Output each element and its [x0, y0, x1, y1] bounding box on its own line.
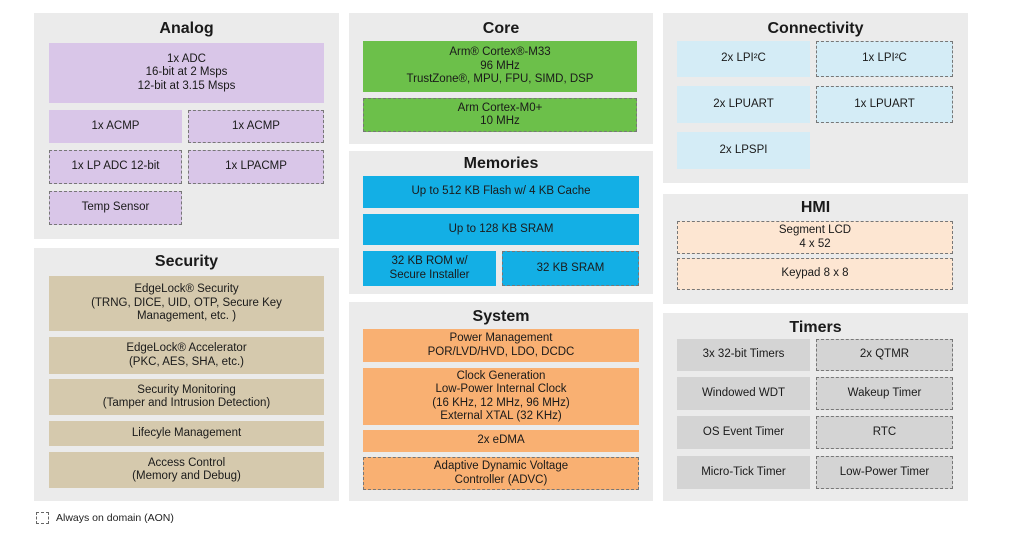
aon-legend-swatch: [36, 512, 49, 524]
segment-lcd-block: Segment LCD 4 x 52: [677, 221, 953, 254]
windowed-wdt-block: Windowed WDT: [677, 377, 810, 410]
connectivity-title: Connectivity: [767, 20, 864, 37]
os-event-timer-block: OS Event Timer: [677, 416, 810, 449]
aon-legend-label: Always on domain (AON): [56, 512, 174, 524]
rtc-block: RTC: [816, 416, 953, 449]
timers-32bit-block: 3x 32-bit Timers: [677, 339, 810, 371]
edma-block: 2x eDMA: [363, 430, 639, 452]
edgelock-security-block: EdgeLock® Security (TRNG, DICE, UID, OTP…: [49, 276, 324, 331]
analog-title: Analog: [159, 20, 214, 37]
security-panel: Security EdgeLock® Security (TRNG, DICE,…: [34, 248, 339, 501]
flash-block: Up to 512 KB Flash w/ 4 KB Cache: [363, 176, 639, 208]
lpspi-block: 2x LPSPI: [677, 132, 810, 169]
system-title: System: [472, 308, 530, 325]
keypad-block: Keypad 8 x 8: [677, 258, 953, 290]
timers-panel: Timers 3x 32-bit Timers 2x QTMR Windowed…: [663, 313, 968, 501]
cortex-m0-block: Arm Cortex-M0+ 10 MHz: [363, 98, 637, 132]
sram32-block: 32 KB SRAM: [502, 251, 639, 286]
temp-sensor-block: Temp Sensor: [49, 191, 182, 225]
lp-adc-block: 1x LP ADC 12-bit: [49, 150, 182, 184]
clock-generation-block: Clock Generation Low-Power Internal Cloc…: [363, 368, 639, 425]
core-panel: Core Arm® Cortex®-M33 96 MHz TrustZone®,…: [349, 13, 653, 144]
acmp-block-2: 1x ACMP: [188, 110, 324, 143]
hmi-panel: HMI Segment LCD 4 x 52 Keypad 8 x 8: [663, 194, 968, 304]
lpuart-block-1: 2x LPUART: [677, 86, 810, 123]
lpi2c-block-2: 1x LPI²C: [816, 41, 953, 77]
acmp-block-1: 1x ACMP: [49, 110, 182, 143]
qtmr-block: 2x QTMR: [816, 339, 953, 371]
edgelock-accelerator-block: EdgeLock® Accelerator (PKC, AES, SHA, et…: [49, 337, 324, 374]
memories-panel: Memories Up to 512 KB Flash w/ 4 KB Cach…: [349, 151, 653, 294]
access-control-block: Access Control (Memory and Debug): [49, 452, 324, 488]
adc-block: 1x ADC 16-bit at 2 Msps 12-bit at 3.15 M…: [49, 43, 324, 103]
lpuart-block-2: 1x LPUART: [816, 86, 953, 123]
hmi-title: HMI: [800, 199, 831, 216]
timers-title: Timers: [789, 319, 842, 336]
sram-block: Up to 128 KB SRAM: [363, 214, 639, 245]
micro-tick-timer-block: Micro-Tick Timer: [677, 456, 810, 489]
lpi2c-block-1: 2x LPI²C: [677, 41, 810, 77]
security-monitoring-block: Security Monitoring (Tamper and Intrusio…: [49, 379, 324, 415]
analog-panel: Analog 1x ADC 16-bit at 2 Msps 12-bit at…: [34, 13, 339, 239]
advc-block: Adaptive Dynamic Voltage Controller (ADV…: [363, 457, 639, 490]
memories-title: Memories: [463, 155, 539, 172]
cortex-m33-block: Arm® Cortex®-M33 96 MHz TrustZone®, MPU,…: [363, 41, 637, 92]
lifecycle-management-block: Lifecyle Management: [49, 421, 324, 446]
security-title: Security: [154, 253, 219, 270]
lpacmp-block: 1x LPACMP: [188, 150, 324, 184]
rom-block: 32 KB ROM w/ Secure Installer: [363, 251, 496, 286]
connectivity-panel: Connectivity 2x LPI²C 1x LPI²C 2x LPUART…: [663, 13, 968, 183]
wakeup-timer-block: Wakeup Timer: [816, 377, 953, 410]
core-title: Core: [482, 20, 520, 37]
system-panel: System Power Management POR/LVD/HVD, LDO…: [349, 302, 653, 501]
low-power-timer-block: Low-Power Timer: [816, 456, 953, 489]
power-management-block: Power Management POR/LVD/HVD, LDO, DCDC: [363, 329, 639, 362]
